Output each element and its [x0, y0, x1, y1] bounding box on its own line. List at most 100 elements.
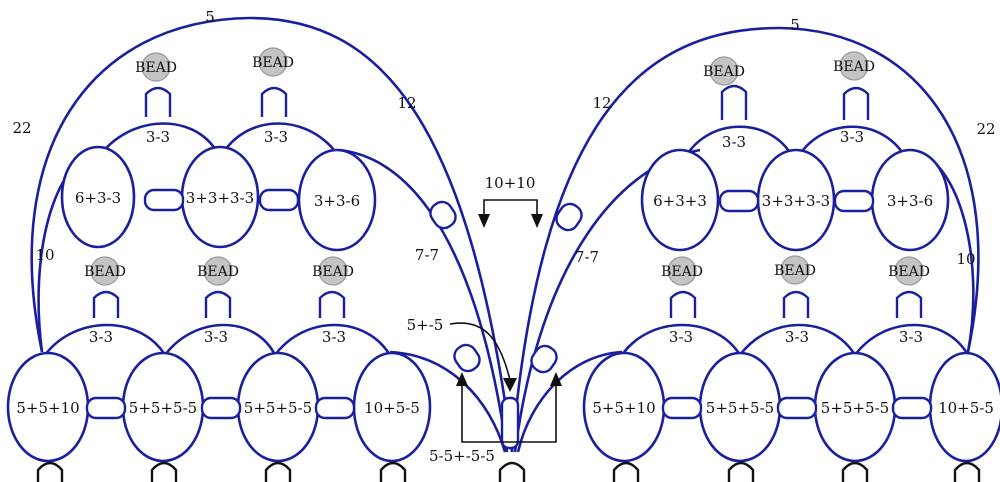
left-top-ring-1	[60, 145, 136, 249]
left-top-chain-1	[96, 122, 222, 159]
center-foot-picot	[498, 461, 526, 482]
left-mid-bead-3	[318, 256, 348, 286]
right-top-bead-label-2: BEAD	[833, 59, 875, 75]
left-bottom-chain-label-3: 3-3	[322, 328, 346, 346]
center-mid-pointer	[449, 322, 511, 381]
left-top-picot-1	[144, 86, 172, 117]
right-outer-chain-top-label: 5	[790, 16, 800, 34]
left-top-chain-label-2: 3-3	[264, 128, 288, 146]
right-top-picot-1	[720, 84, 748, 120]
left-outer-chain-side-label: 22	[12, 119, 31, 137]
right-top-bead-2	[839, 51, 869, 81]
left-bottom-chain-label-2: 3-3	[204, 328, 228, 346]
left-bottom-ring-label-1: 5+5+10	[16, 399, 79, 417]
right-top-chain-1	[681, 125, 797, 163]
right-bottom-ring-label-2: 5+5+5-5	[706, 399, 774, 417]
center-mid-label: 5+-5	[407, 316, 444, 334]
center-join: 10+10 5+-5 5-5+-5-5	[407, 174, 562, 482]
right-bottom-join-1	[661, 396, 703, 420]
left-top-picot-2	[260, 86, 288, 117]
right-bottom-chain-3	[853, 323, 970, 356]
right-top-join-2	[833, 189, 875, 213]
right-chain-picot-2	[530, 344, 558, 374]
center-bottom-bracket	[461, 384, 557, 443]
left-inner-chain-label: 12	[397, 94, 416, 112]
right-top-ring-label-2: 3+3+3-3	[762, 192, 830, 210]
left-top-bead-label-1: BEAD	[135, 60, 177, 76]
left-bottom-chain-1	[43, 323, 167, 356]
right-mid-bead-label-2: BEAD	[774, 263, 816, 279]
left-top-chain-label-1: 3-3	[146, 128, 170, 146]
left-bottom-join-2	[200, 396, 242, 420]
right-mid-bead-label-3: BEAD	[888, 264, 930, 280]
left-inner-chain	[339, 148, 509, 453]
right-mid-picot-1	[669, 290, 697, 318]
right-foot-picot-3	[841, 461, 869, 482]
center-join-picot	[500, 396, 520, 450]
left-bottom-join-3	[314, 396, 356, 420]
right-foot-picot-4	[953, 461, 981, 482]
left-bottom-ring-label-3: 5+5+5-5	[244, 399, 312, 417]
right-top-chain-label-2: 3-3	[840, 128, 864, 146]
left-top-bead-1	[141, 52, 171, 82]
right-mid-bead-label-1: BEAD	[661, 264, 703, 280]
center-top-label: 10+10	[485, 174, 536, 192]
right-mid-bead-1	[667, 256, 697, 286]
right-top-picot-2	[842, 86, 870, 120]
right-foot-picot-2	[727, 461, 755, 482]
center-top-bracket	[483, 199, 538, 216]
center-bottom-arrow-left	[456, 372, 468, 386]
left-bottom-chain-2	[163, 323, 277, 356]
left-bottom-chain-3	[273, 323, 392, 356]
left-bottom-ring-label-4: 10+5-5	[364, 399, 420, 417]
left-top-chain-2	[218, 122, 342, 159]
right-center-chain-label: 7-7	[575, 248, 599, 266]
center-bottom-arrow-right	[550, 372, 562, 386]
left-top-join-2	[258, 188, 300, 212]
right-bottom-chain-2	[738, 323, 857, 356]
right-chain-picot-1	[555, 202, 583, 232]
right-mid-bead-2	[780, 255, 810, 285]
right-inner-chain-label: 12	[592, 94, 611, 112]
right-bottom-join-2	[776, 396, 818, 420]
left-top-ring-label-1: 6+3-3	[75, 189, 121, 207]
right-mid-bead-3	[894, 256, 924, 286]
right-top-bead-label-1: BEAD	[703, 64, 745, 80]
right-mid-picot-3	[895, 290, 923, 318]
left-top-join-1	[143, 188, 185, 212]
left-mid-picot-2	[204, 290, 232, 318]
right-bottom-chain-label-2: 3-3	[785, 328, 809, 346]
left-foot-picot-2	[150, 461, 178, 482]
right-top-ring-label-1: 6+3+3	[653, 192, 707, 210]
left-bottom-chain-label-1: 3-3	[89, 328, 113, 346]
left-outer-chain	[30, 16, 514, 453]
left-bottom-ring-label-2: 5+5+5-5	[129, 399, 197, 417]
right-bottom-join-3	[891, 396, 933, 420]
right-bottom-ring-label-3: 5+5+5-5	[821, 399, 889, 417]
center-top-arrow-right	[531, 214, 543, 228]
left-chain-picot-1	[429, 200, 457, 230]
right-top-chain-label-1: 3-3	[722, 133, 746, 151]
left-mid-picot-1	[92, 290, 120, 318]
left-foot-picot-3	[264, 461, 292, 482]
left-outer-chain-top-label: 5	[205, 8, 215, 26]
right-bottom-ring-label-4: 10+5-5	[938, 399, 994, 417]
center-top-arrow-left	[478, 214, 490, 228]
left-foot-picot-1	[36, 461, 64, 482]
right-foot-picot-1	[612, 461, 640, 482]
right-top-ring-1	[640, 148, 720, 252]
left-center-chain-label: 7-7	[415, 246, 439, 264]
right-top-chain-2	[793, 125, 910, 163]
left-top-bead-2	[258, 47, 288, 77]
right-outer-chain	[510, 26, 980, 453]
right-bottom-ring-label-1: 5+5+10	[592, 399, 655, 417]
left-foot-picot-4	[379, 461, 407, 482]
right-outer-chain-side-label: 22	[976, 120, 995, 138]
left-mid-bead-label-3: BEAD	[312, 264, 354, 280]
left-chain-picot-2	[453, 343, 481, 373]
right-bottom-chain-1	[620, 323, 742, 356]
right-top-ring-label-3: 3+3-6	[887, 192, 933, 210]
left-top-ring-label-2: 3+3+3-3	[186, 189, 254, 207]
left-bottom-join-1	[85, 396, 127, 420]
